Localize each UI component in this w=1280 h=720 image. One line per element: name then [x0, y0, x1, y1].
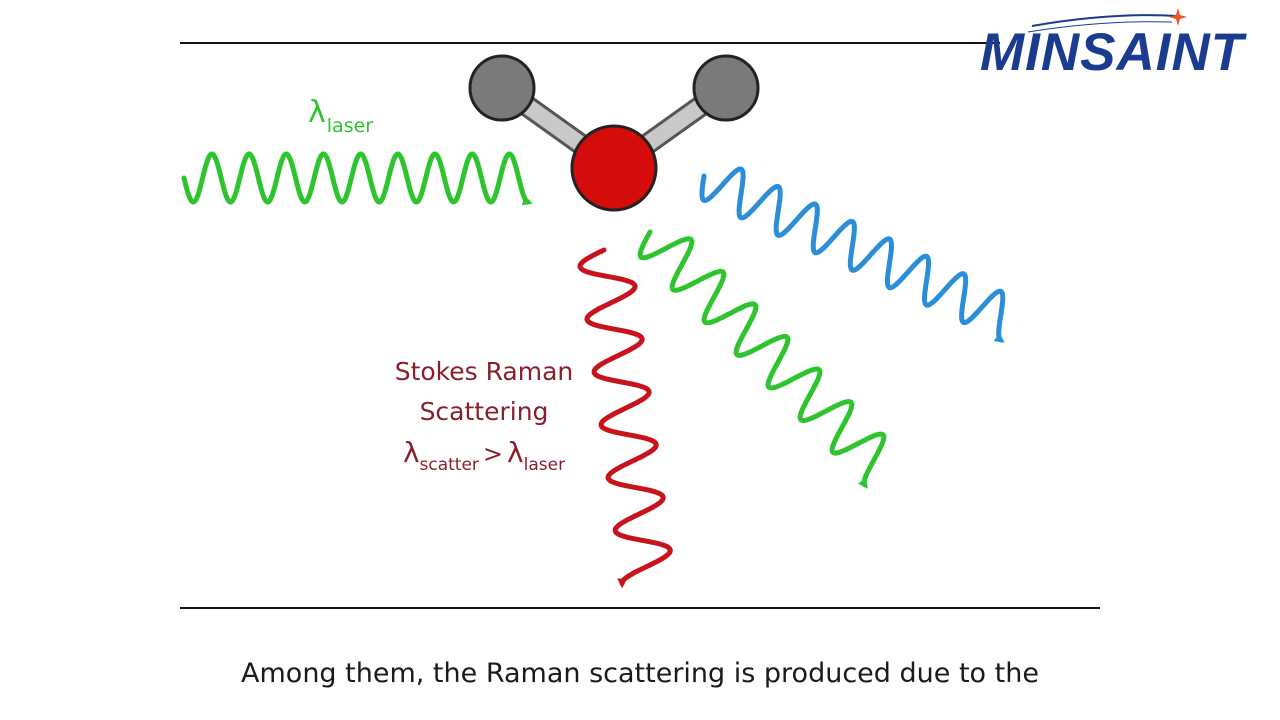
wavelength-relation: λscatter>λlaser: [370, 436, 598, 475]
subtitle-caption: Among them, the Raman scattering is prod…: [241, 658, 1039, 689]
minsaint-logo: MINSAINT: [972, 6, 1272, 84]
logo-star-icon: [1169, 8, 1187, 26]
logo-swoosh-icon: [1027, 8, 1187, 33]
hydrogen-atom-left: [468, 54, 536, 122]
logo-wordmark: MINSAINT: [980, 23, 1245, 82]
lambda-symbol: λ: [308, 95, 326, 130]
scatter-lambda: λ: [402, 436, 420, 469]
scatter-subscript: scatter: [419, 455, 479, 475]
stokes-scattered-wave: [577, 247, 673, 589]
greater-than-operator: >: [482, 440, 504, 468]
laser-subscript: laser: [326, 115, 374, 137]
bottom-divider-line: [180, 607, 1100, 609]
incident-laser-wave: [181, 151, 533, 206]
anti-stokes-scattered-wave: [699, 166, 1006, 343]
laser-subscript-relation: laser: [523, 455, 566, 475]
stokes-title-line1: Stokes Raman: [394, 357, 574, 386]
rayleigh-scattered-wave: [637, 229, 887, 489]
water-molecule: [468, 54, 760, 212]
stokes-title-line2: Scattering: [419, 397, 549, 426]
laser-wavelength-label: λlaser: [308, 95, 373, 136]
hydrogen-atom-right: [692, 54, 760, 122]
oxygen-atom: [570, 124, 658, 212]
top-divider-line: [180, 42, 1000, 44]
laser-lambda: λ: [507, 436, 524, 469]
stokes-raman-label: Stokes Raman Scattering λscatter>λlaser: [370, 352, 598, 475]
